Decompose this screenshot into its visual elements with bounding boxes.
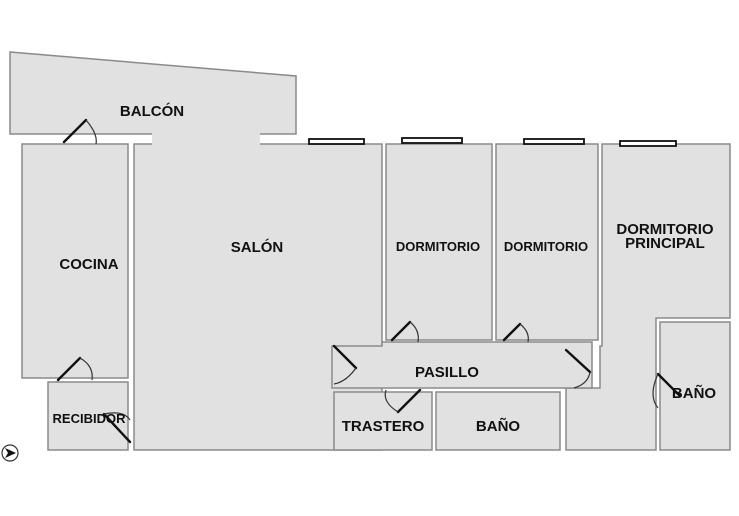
room-pasillo — [331, 341, 593, 389]
room-recibidor — [47, 381, 129, 451]
room-dormitorio-2 — [495, 143, 599, 341]
label-pasillo: PASILLO — [415, 364, 479, 381]
label-dormitorio-principal-1: DORMITORIO — [616, 221, 714, 238]
door-salon-pasillo[interactable] — [332, 344, 358, 385]
door-recibidor-entrance[interactable] — [102, 412, 132, 444]
window-dormitorio-principal — [619, 140, 677, 147]
opening-balcon-salon — [152, 133, 260, 145]
label-dormitorio-1: DORMITORIO — [396, 239, 480, 254]
label-cocina: COCINA — [59, 256, 118, 273]
door-cocina-recibidor[interactable] — [56, 356, 93, 382]
room-dormitorio-1 — [385, 143, 493, 341]
door-dormitorio-1[interactable] — [390, 320, 419, 343]
label-bano-2: BAÑO — [672, 384, 716, 402]
label-balcon: BALCÓN — [120, 102, 184, 120]
door-dormitorio-2[interactable] — [502, 322, 529, 343]
label-dormitorio-principal-2: PRINCIPAL — [625, 235, 705, 252]
room-balcon — [9, 51, 297, 135]
door-bano-2[interactable] — [652, 372, 682, 409]
window-salon — [308, 138, 365, 145]
entrance-arrow-icon — [1, 444, 19, 462]
window-dormitorio-2 — [523, 138, 585, 145]
window-dormitorio-1 — [401, 137, 463, 144]
door-trastero[interactable] — [384, 388, 422, 414]
room-dormitorio-principal — [565, 143, 731, 451]
label-dormitorio-2: DORMITORIO — [504, 239, 588, 254]
label-recibidor: RECIBIDOR — [53, 411, 127, 426]
label-trastero: TRASTERO — [342, 418, 425, 435]
label-bano-1: BAÑO — [476, 417, 520, 435]
door-balcon-cocina[interactable] — [62, 118, 97, 145]
room-cocina — [21, 143, 129, 379]
room-trastero — [333, 391, 433, 451]
label-salon: SALÓN — [231, 238, 284, 256]
door-dormitorio-principal[interactable] — [564, 348, 592, 389]
room-bano-1 — [435, 391, 561, 451]
